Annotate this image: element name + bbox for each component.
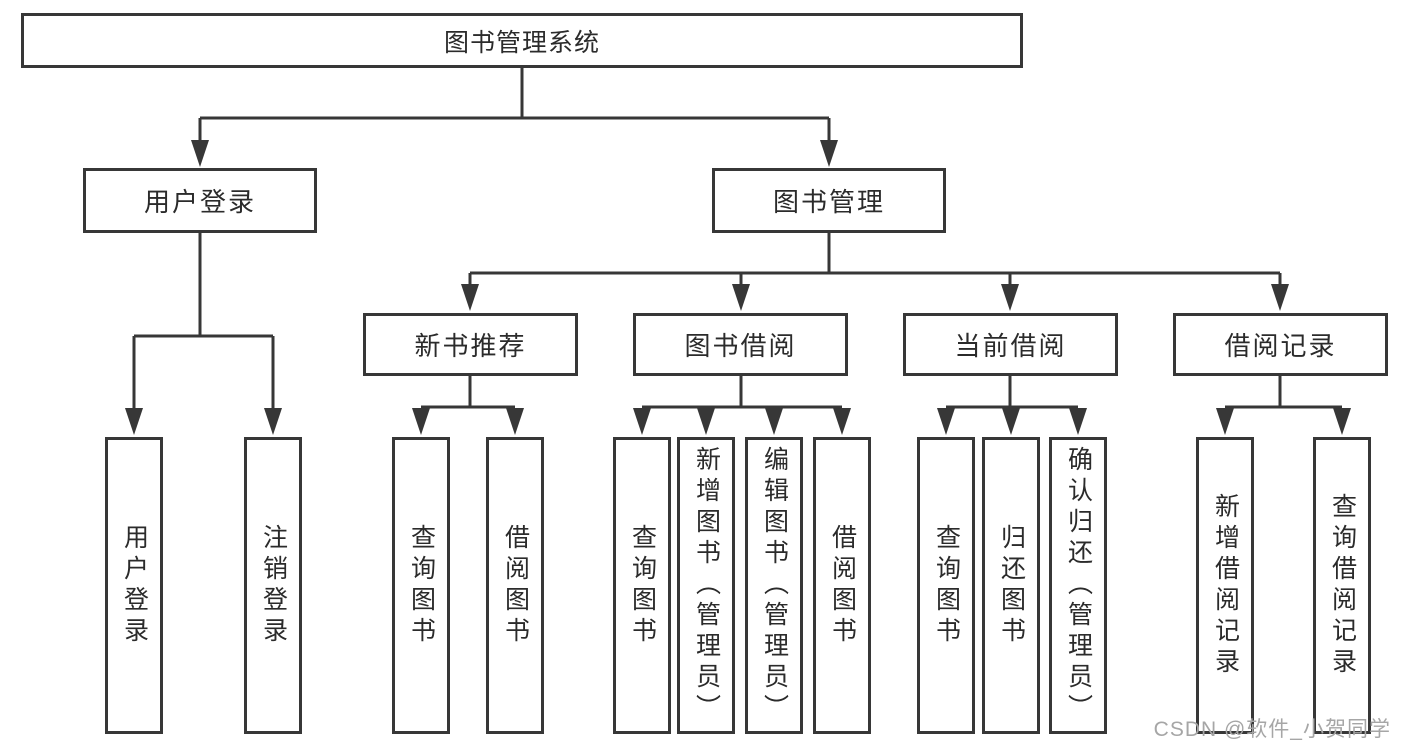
node-new-book-recommendation: 新书推荐 [363,313,578,376]
node-library-management-system: 图书管理系统 [21,13,1023,68]
arrow-icon [820,140,838,167]
arrow-icon [461,284,479,311]
arrow-icon [1069,408,1087,435]
node-label: 查询图书 [628,523,657,648]
arrow-icon [1333,408,1351,435]
arrow-icon [937,408,955,435]
node-borrowing-records: 借阅记录 [1173,313,1388,376]
arrowheads [125,140,1351,435]
leaf-return-books: 归还图书 [982,437,1040,734]
arrow-icon [633,408,651,435]
watermark-text: CSDN @软件_小贺同学 [1153,718,1391,741]
arrow-icon [1216,408,1234,435]
node-label: 用户登录 [143,187,256,217]
node-current-borrowing: 当前借阅 [903,313,1118,376]
leaf-edit-book-admin: 编辑图书（管理员） [745,437,803,734]
node-label: 用户登录 [120,523,149,648]
leaf-logout: 注销登录 [244,437,302,734]
node-book-management: 图书管理 [712,168,946,233]
connector-path [132,68,1342,409]
arrow-icon [412,408,430,435]
leaf-user-login: 用户登录 [105,437,163,734]
node-label: 归还图书 [997,523,1026,648]
leaf-search-books-borrowing: 查询图书 [613,437,671,734]
node-label: 查询图书 [932,523,961,648]
leaf-search-books-recommendation: 查询图书 [392,437,450,734]
leaf-add-borrow-record: 新增借阅记录 [1196,437,1254,734]
arrow-icon [125,408,143,435]
arrow-icon [506,408,524,435]
node-user-login: 用户登录 [83,168,317,233]
node-label: 查询图书 [407,523,436,648]
arrow-icon [264,408,282,435]
leaf-borrow-books-recommendation: 借阅图书 [486,437,544,734]
leaf-search-borrow-record: 查询借阅记录 [1313,437,1371,734]
arrow-icon [732,284,750,311]
node-label: 图书管理系统 [443,28,600,57]
leaf-search-books-current: 查询图书 [917,437,975,734]
arrow-icon [1001,284,1019,311]
arrow-icon [765,408,783,435]
node-label: 借阅图书 [828,523,857,648]
leaf-add-book-admin: 新增图书（管理员） [677,437,735,734]
node-label: 图书借阅 [684,331,797,361]
node-label: 新增借阅记录 [1211,492,1240,679]
node-label: 编辑图书（管理员） [760,446,789,725]
leaf-borrow-books-borrowing: 借阅图书 [813,437,871,734]
arrow-icon [697,408,715,435]
node-label: 确认归还（管理员） [1064,446,1093,725]
node-label: 注销登录 [259,523,288,648]
arrow-icon [1002,408,1020,435]
arrow-icon [191,140,209,167]
node-label: 借阅记录 [1224,331,1337,361]
node-label: 借阅图书 [501,523,530,648]
leaf-confirm-return-admin: 确认归还（管理员） [1049,437,1107,734]
node-label: 查询借阅记录 [1328,492,1357,679]
arrow-icon [833,408,851,435]
node-label: 当前借阅 [954,331,1067,361]
node-label: 新增图书（管理员） [692,446,721,725]
node-book-borrowing: 图书借阅 [633,313,848,376]
node-label: 图书管理 [772,187,885,217]
node-label: 新书推荐 [414,331,527,361]
arrow-icon [1271,284,1289,311]
